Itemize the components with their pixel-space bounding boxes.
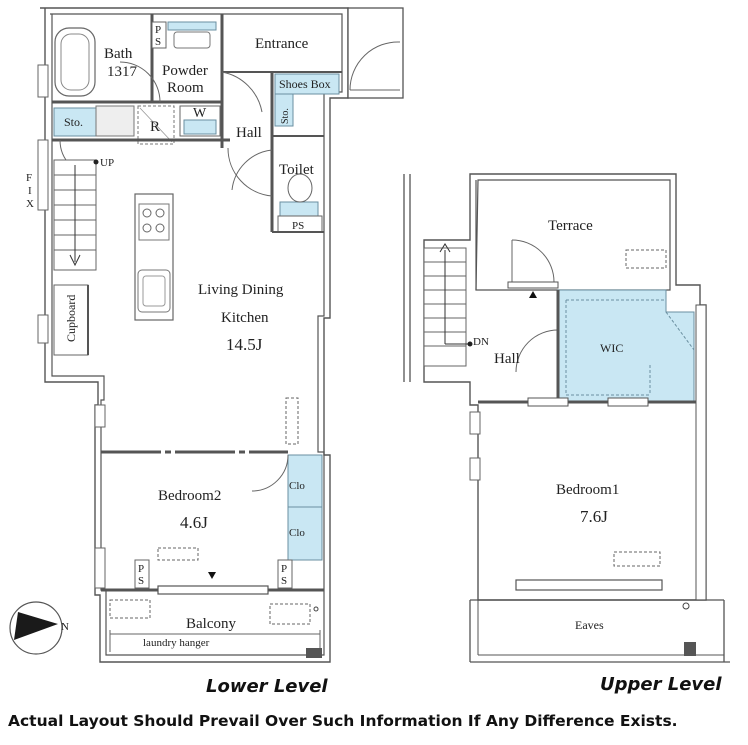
disclaimer-text: Actual Layout Should Prevail Over Such I…: [8, 712, 678, 730]
label-bedroom2: Bedroom2: [158, 488, 221, 504]
north-compass: N: [9, 601, 69, 655]
stairs-lower: [53, 159, 99, 271]
label-powder: Powder: [162, 63, 208, 79]
label-shoes-box: Shoes Box: [279, 77, 331, 91]
label-fix-i: I: [28, 185, 32, 197]
label-ps-p: P: [155, 24, 161, 36]
label-bath: Bath: [104, 46, 133, 62]
label-bedroom2-size: 4.6J: [180, 513, 208, 532]
lower-level-plan: [37, 7, 404, 663]
label-ps-s: S: [155, 36, 161, 48]
label-hall-upper: Hall: [494, 351, 520, 367]
label-terrace: Terrace: [548, 218, 593, 234]
label-toilet: Toilet: [279, 162, 315, 178]
label-ps-left-s: S: [138, 575, 144, 587]
label-dn: DN: [473, 336, 489, 348]
label-bath-size: 1317: [107, 64, 138, 80]
label-cupboard: Cupboard: [64, 295, 78, 342]
label-powder-room: Room: [167, 80, 204, 96]
label-ps-right-p: P: [281, 563, 287, 575]
lower-labels: Bath 1317 Powder Room P S Entrance Shoes…: [26, 24, 331, 649]
label-ps-right-s: S: [281, 575, 287, 587]
stairs-upper: [423, 243, 473, 367]
label-ps-left-p: P: [138, 563, 144, 575]
label-entrance: Entrance: [255, 36, 309, 52]
label-hall: Hall: [236, 125, 262, 141]
label-wic: WIC: [600, 341, 623, 355]
label-ldk-2: Kitchen: [221, 310, 269, 326]
label-sto-small: Sto.: [280, 108, 291, 124]
label-clo-1: Clo: [289, 480, 305, 492]
label-fix-x: X: [26, 198, 34, 210]
label-ldk-size: 14.5J: [226, 335, 263, 354]
label-bedroom1: Bedroom1: [556, 482, 619, 498]
caption-lower-level: Lower Level: [206, 676, 328, 697]
compass-n-label: N: [61, 621, 69, 633]
label-r: R: [150, 119, 160, 135]
label-laundry: laundry hanger: [143, 637, 210, 649]
caption-upper-level: Upper Level: [600, 674, 722, 695]
label-bedroom1-size: 7.6J: [580, 507, 608, 526]
label-sto: Sto.: [64, 115, 83, 129]
label-fix-f: F: [26, 172, 32, 184]
label-eaves: Eaves: [575, 618, 604, 632]
label-clo-2: Clo: [289, 527, 305, 539]
label-up: UP: [100, 157, 114, 169]
upper-labels: Terrace DN Hall WIC Bedroom1 7.6J Eaves: [473, 218, 623, 632]
label-ldk-1: Living Dining: [198, 282, 284, 298]
label-balcony: Balcony: [186, 616, 236, 632]
label-w: W: [193, 106, 207, 121]
upper-level-plan: [403, 173, 730, 663]
label-toilet-ps: PS: [292, 220, 304, 232]
